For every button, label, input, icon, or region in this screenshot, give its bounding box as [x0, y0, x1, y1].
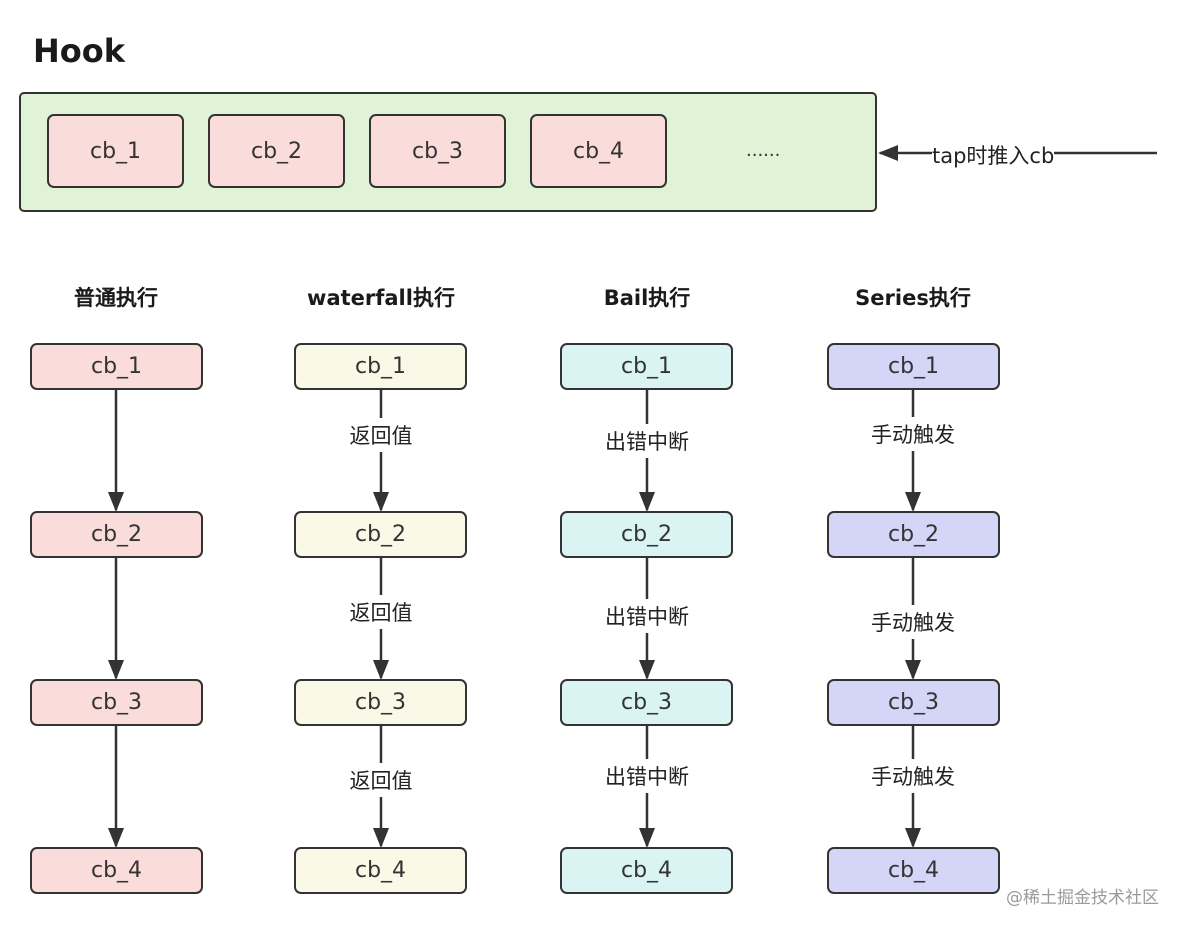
- tap-label: tap时推入cb: [932, 140, 1055, 170]
- flow-box-bail-3: cb_3: [560, 679, 733, 726]
- page-title: Hook: [33, 32, 126, 70]
- column-title-bail: Bail执行: [603, 286, 691, 310]
- edge-label-bail-1: 出错中断: [605, 424, 689, 458]
- hook-cb-box: cb_1: [47, 114, 184, 188]
- column-title-waterfall: waterfall执行: [307, 286, 455, 310]
- column-title-series: Series执行: [855, 286, 971, 310]
- flow-box-normal-1: cb_1: [30, 343, 203, 390]
- edge-label-waterfall-2: 返回值: [349, 595, 413, 629]
- flow-box-waterfall-2: cb_2: [294, 511, 467, 558]
- flow-box-waterfall-1: cb_1: [294, 343, 467, 390]
- edge-label-series-1: 手动触发: [871, 417, 955, 451]
- hook-cb-box: cb_2: [208, 114, 345, 188]
- flow-box-bail-4: cb_4: [560, 847, 733, 894]
- hook-cb-box: cb_4: [530, 114, 667, 188]
- column-title-normal: 普通执行: [74, 286, 158, 310]
- edge-label-waterfall-1: 返回值: [349, 418, 413, 452]
- hook-cb-box: cb_3: [369, 114, 506, 188]
- flow-box-waterfall-3: cb_3: [294, 679, 467, 726]
- edge-label-series-3: 手动触发: [871, 759, 955, 793]
- flow-box-series-3: cb_3: [827, 679, 1000, 726]
- hook-ellipsis: ......: [746, 140, 781, 161]
- flow-box-normal-2: cb_2: [30, 511, 203, 558]
- flow-box-normal-4: cb_4: [30, 847, 203, 894]
- watermark: @稀土掘金技术社区: [1006, 888, 1159, 908]
- flow-box-series-4: cb_4: [827, 847, 1000, 894]
- flow-box-waterfall-4: cb_4: [294, 847, 467, 894]
- edge-label-waterfall-3: 返回值: [349, 763, 413, 797]
- edge-label-bail-3: 出错中断: [605, 759, 689, 793]
- flow-box-series-1: cb_1: [827, 343, 1000, 390]
- flow-box-bail-2: cb_2: [560, 511, 733, 558]
- flow-box-bail-1: cb_1: [560, 343, 733, 390]
- edge-label-series-2: 手动触发: [871, 605, 955, 639]
- edge-label-bail-2: 出错中断: [605, 599, 689, 633]
- flow-box-series-2: cb_2: [827, 511, 1000, 558]
- flow-box-normal-3: cb_3: [30, 679, 203, 726]
